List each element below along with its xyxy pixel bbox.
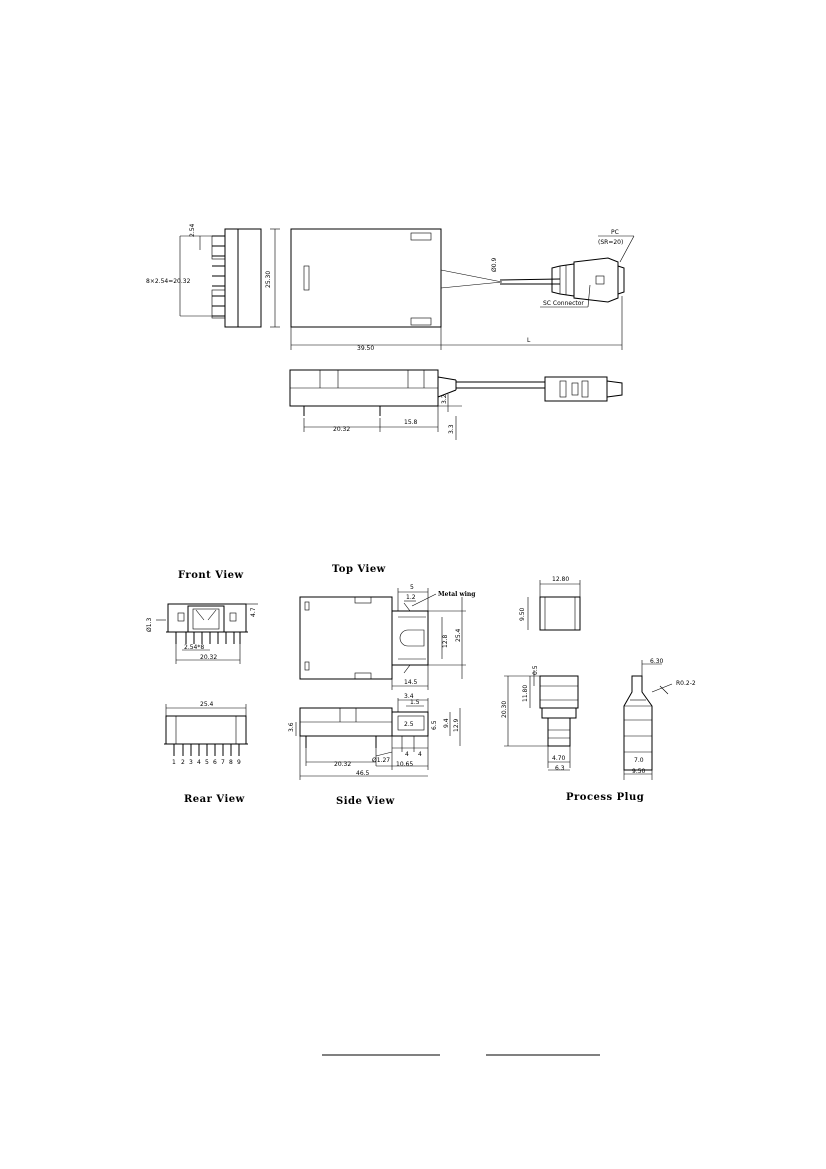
rear-pin-8: 8 — [229, 759, 233, 766]
rear-pin-3: 3 — [189, 759, 193, 766]
end-view: 2.54 8×2.54=20.32 25.30 — [146, 223, 280, 328]
front-view-title: Front View — [178, 570, 244, 581]
plug-dim-j: 7.0 — [634, 757, 644, 764]
label-pc: PC — [611, 229, 619, 236]
side-dim-g: 12.9 — [453, 718, 460, 732]
top-dim-e: 14.5 — [404, 679, 418, 686]
side-dim-a: 3.6 — [288, 722, 295, 732]
module-side-view: 20.32 15.8 3.2 3.3 — [289, 369, 623, 440]
rear-pin-2: 2 — [181, 759, 185, 766]
plug-dim-k: 9.50 — [632, 768, 646, 775]
dim-pin-pitch: 2.54 — [189, 223, 196, 237]
dim-pin-span: 8×2.54=20.32 — [146, 278, 191, 285]
side-dim-j: 10.65 — [396, 761, 413, 768]
plug-dim-i: R0.2-2 — [676, 680, 696, 687]
front-dim-c: 2.54*8 — [184, 644, 204, 651]
side-dim-c: 1.5 — [410, 699, 420, 706]
side-dim-h: Ø1.27 — [372, 757, 390, 764]
label-sc-connector: SC Connector — [543, 300, 584, 307]
upper-drawing: 2.54 8×2.54=20.32 25.30 Ø0.9 — [146, 223, 635, 440]
top-view: 5 1.2 Metal wing 12.8 25.4 14.5 — [299, 584, 476, 690]
dim-body-length: 39.50 — [357, 345, 374, 352]
front-dim-b: Ø1.3 — [146, 618, 153, 632]
rear-view: 25.4 1 2 3 4 5 6 7 8 9 — [164, 701, 248, 766]
plug-dim-a: 12.80 — [552, 576, 569, 583]
side-dim-m: 46.5 — [356, 770, 370, 777]
rear-dim-width: 25.4 — [200, 701, 214, 708]
rear-pin-4: 4 — [197, 759, 201, 766]
side-dim-b: 3.4 — [404, 693, 414, 700]
rear-pin-9: 9 — [237, 759, 241, 766]
label-sr: (SR=20) — [598, 239, 623, 246]
sc-connector-shape — [551, 257, 625, 303]
plug-dim-b: 9.50 — [519, 607, 526, 621]
front-dim-d: 20.32 — [200, 654, 217, 661]
plug-dim-h: 6.30 — [650, 658, 664, 665]
dim-pin-length: 3.3 — [448, 424, 455, 434]
top-view-title: Top View — [332, 564, 386, 575]
top-dim-b: 1.2 — [406, 594, 416, 601]
plug-dim-f: 4.70 — [552, 755, 566, 762]
top-dim-a: 5 — [410, 584, 414, 591]
dim-cable-length: L — [527, 337, 531, 344]
side-view: 2.5 3.4 1.5 6.5 9.4 12.9 3.6 20.32 Ø1.27 — [288, 693, 461, 780]
end-view-pins — [212, 235, 225, 317]
dim-body-height: 25.30 — [265, 271, 272, 288]
dim-fiber-dia: Ø0.9 — [491, 258, 498, 272]
rear-pin-6: 6 — [213, 759, 217, 766]
side-dim-l: 4 — [418, 751, 422, 758]
rear-pin-5: 5 — [205, 759, 209, 766]
rear-pin-7: 7 — [221, 759, 225, 766]
side-dim-f: 9.4 — [443, 718, 450, 728]
dim-pin-offset-b: 15.8 — [404, 419, 418, 426]
plug-dim-d: 11.80 — [522, 685, 529, 702]
front-view: 20.32 2.54*8 Ø1.3 4.7 — [146, 603, 258, 664]
side-view-title: Side View — [336, 796, 395, 807]
plug-dim-g: 6.3 — [555, 765, 565, 772]
top-dim-d: 25.4 — [455, 628, 462, 642]
process-plug-title: Process Plug — [566, 792, 644, 803]
dim-pin-offset-a: 20.32 — [333, 426, 350, 433]
module-top-view: Ø0.9 PC (SR=20) SC Connector 39.50 L — [290, 228, 635, 352]
top-dim-c: 12.8 — [442, 634, 449, 648]
side-dim-d: 2.5 — [404, 721, 414, 728]
plug-dim-c: 0.5 — [532, 665, 539, 675]
side-dim-i: 20.32 — [334, 761, 351, 768]
lower-drawing: Front View Top View Rear View Side View … — [146, 564, 696, 807]
top-label-metal-wing: Metal wing — [438, 591, 476, 598]
side-dim-e: 6.5 — [431, 720, 438, 730]
rear-view-pins — [173, 744, 240, 756]
front-dim-a: 4.7 — [250, 607, 257, 617]
side-dim-k: 4 — [405, 751, 409, 758]
front-view-pins — [175, 632, 241, 644]
plug-dim-e: 20.30 — [501, 701, 508, 718]
rear-pin-1: 1 — [172, 759, 176, 766]
rear-view-title: Rear View — [184, 794, 245, 805]
dim-standoff: 3.2 — [441, 394, 448, 404]
process-plug: 12.80 9.50 11.80 0.5 20.30 4.70 — [501, 576, 696, 780]
